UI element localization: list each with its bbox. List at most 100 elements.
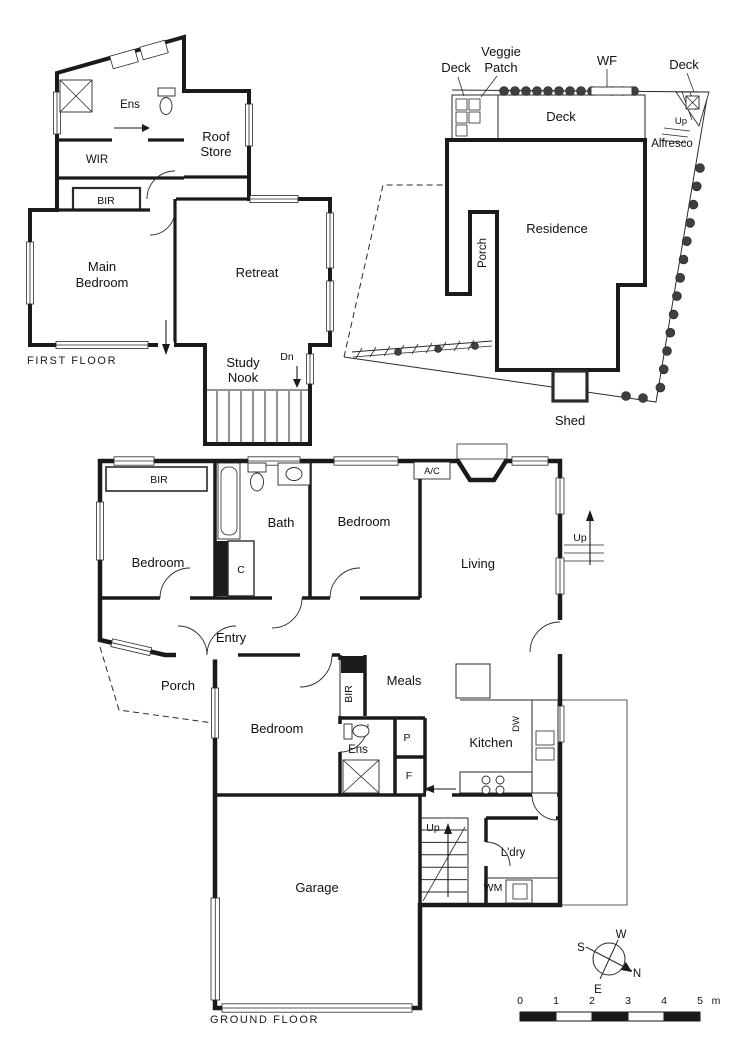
label-deck-callout-right: Deck [669,57,699,72]
scale-tick-3: 3 [625,995,631,1007]
label-meals: Meals [387,673,422,688]
retaining-wall [351,339,493,359]
ac-unit [413,461,451,480]
label-roof-store: Roof [202,129,230,144]
porch-edge-dashed [99,646,216,789]
label-bedroom-third: Bedroom [251,721,304,736]
window [555,557,565,595]
door-gap [300,651,332,659]
door-gap [272,594,302,602]
scale-segment [520,1012,556,1021]
window [96,501,104,561]
laundry-door-arc [485,841,511,867]
label-site-porch: Porch [477,238,489,268]
window [511,456,549,466]
sink-bowl [535,747,555,761]
compass-north: N [633,968,641,980]
bedroom-left-door-arc [159,567,191,599]
label-bath: Bath [268,515,295,530]
ens-toilet-fixture [343,723,370,740]
site-steps-up [659,127,691,144]
terrace-outline [560,699,628,906]
label-deck-callout-left: Deck [441,60,471,75]
skylight-window [139,39,169,61]
label-residence: Residence [526,221,587,236]
door-gap [160,594,190,602]
bedroom-top-door-arc [329,567,361,599]
washing-machine [505,879,533,904]
kitchen-bench-bottom [459,771,533,794]
scale-outline [519,1011,701,1022]
label-living: Living [461,556,495,571]
label-ac: A/C [424,466,440,477]
main-bedroom-door-arc [149,209,176,236]
door-gap [556,620,564,654]
window-diagonal [110,638,153,657]
ens-shower-fixture [342,759,380,794]
label-up-right: Up [573,532,587,544]
compass-west: W [616,929,627,941]
entry-door-arc-right [206,625,237,656]
ground-floor-plan: BIR Bath Bedroom A/C Living Bedroom C Up… [96,443,628,1026]
door-gap [426,791,452,799]
toilet-fixture [247,462,267,492]
sink-bowl [535,730,555,746]
external-steps-up [564,510,604,565]
label-main-bedroom: Main [88,259,116,274]
label-up-stairs: Up [426,822,440,834]
label-patch: Patch [484,60,517,75]
label-ens-ground: Ens [348,744,368,756]
scale-unit: m [712,995,721,1007]
label-study-nook: Study [226,355,260,370]
label-pantry: P [403,732,410,744]
label-bedroom-left: Bedroom [132,555,185,570]
label-veggie: Veggie [481,44,521,59]
residence-outline [445,138,647,372]
door-gap [330,594,360,602]
window [211,687,219,739]
site-boundary-dashed [343,142,448,358]
door-gap [532,791,557,799]
ground-floor-title: GROUND FLOOR [210,1014,319,1026]
entry-door-arc-left [177,625,208,656]
retreat-door-arc [146,170,176,200]
compass-south: S [577,942,585,954]
door-gap [176,651,238,660]
bir-block [341,656,364,673]
garage-door [221,1003,413,1013]
garage-side-door [210,897,221,1001]
deck-area [451,94,646,141]
living-door-arc [529,621,561,653]
label-kitchen: Kitchen [469,735,512,750]
label-fridge: F [406,770,412,782]
scale-segment [555,1011,593,1022]
label-garage: Garage [295,880,338,895]
toilet-fixture [157,87,176,115]
window [247,456,301,466]
step-down-arrow [158,320,174,355]
window [555,477,565,515]
window [113,456,155,466]
label-bir-main: BIR [150,474,168,486]
veggie-leader [480,75,498,98]
window [26,241,34,305]
kitchen-bench-right [531,699,559,794]
bir-robe-main [105,466,208,492]
entry-step [456,443,508,460]
scale-tick-5: 5 [697,995,703,1007]
stairs-up [420,817,469,905]
site-plan: Veggie Patch Deck WF Deck Deck Up Alfres… [343,44,710,428]
island-bench [455,663,491,699]
deck-right-leader [686,72,695,93]
label-main-bedroom-2: Bedroom [76,275,129,290]
veggie-patch-beds [455,98,481,137]
label-dn: Dn [280,351,294,363]
garage-entry-arrow [424,785,456,793]
label-alfresco: Alfresco [651,138,693,150]
shower-fixture [59,79,93,113]
first-floor-title: FIRST FLOOR [27,355,117,367]
kitchen-back-door-arc [531,794,558,821]
label-wf: WF [597,53,617,68]
